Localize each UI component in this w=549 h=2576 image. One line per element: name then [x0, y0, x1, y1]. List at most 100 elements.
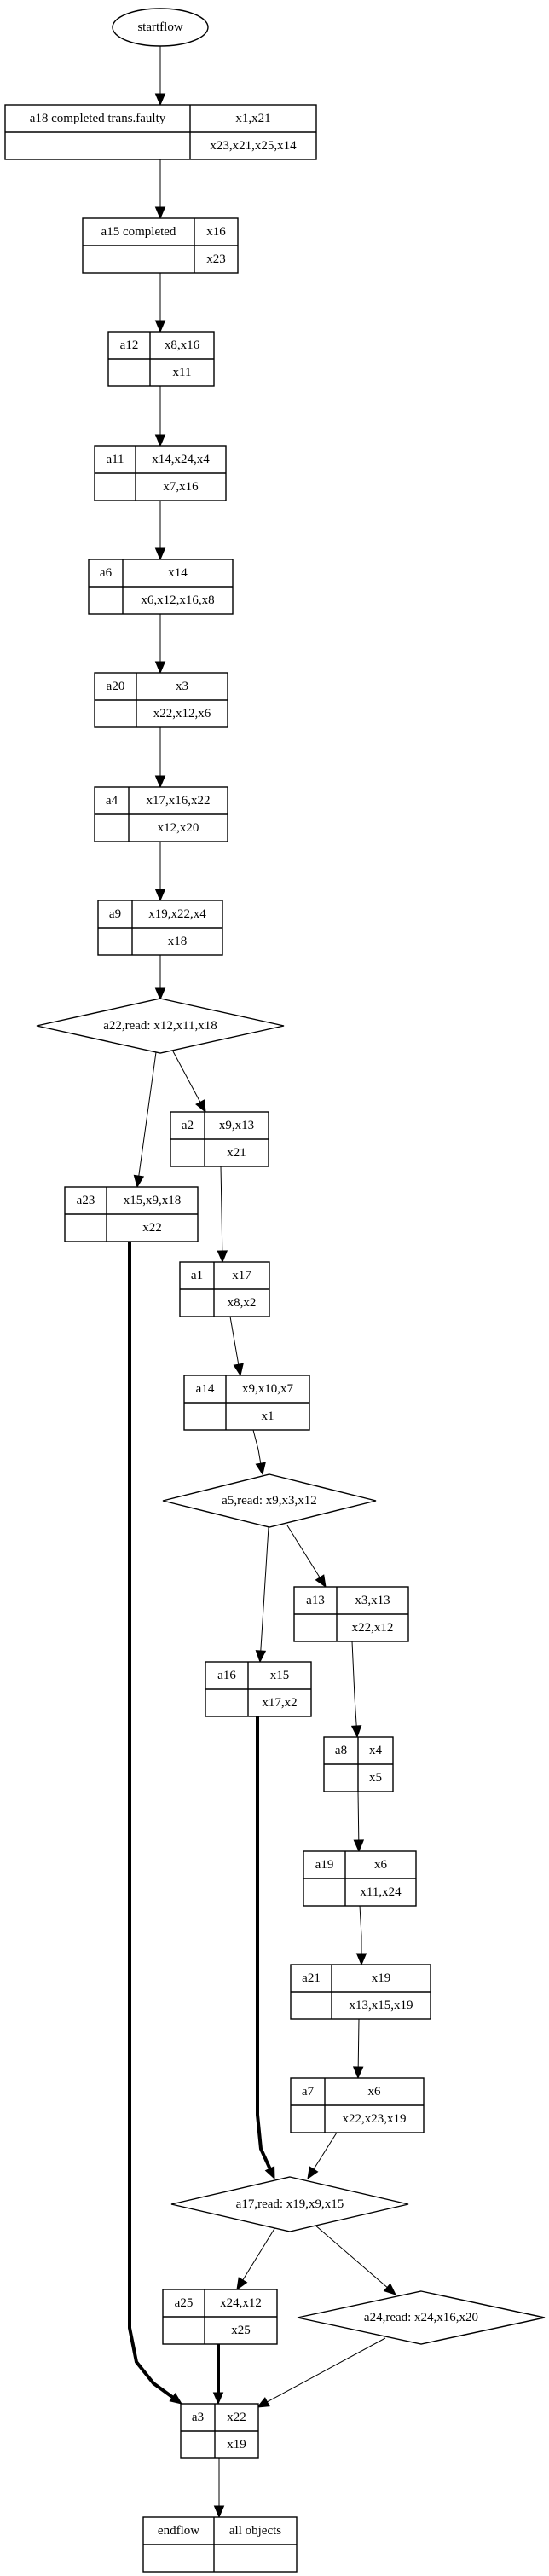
read-objects: x21	[227, 1146, 246, 1160]
arrowhead-icon	[154, 320, 166, 333]
edge-a6-to-a20	[154, 614, 166, 674]
node-a23[interactable]: a23 x15,x9,x18 x22	[64, 1186, 199, 1242]
arrowhead-icon	[352, 2066, 364, 2080]
write-objects: x6	[368, 2085, 382, 2098]
edge-line	[256, 1716, 272, 2170]
arrowhead-icon	[212, 2392, 224, 2405]
activity-name: a8	[335, 1744, 347, 1757]
edge-startflow-to-a18	[154, 46, 166, 107]
activity-name: a23	[77, 1194, 95, 1207]
activity-name: a25	[175, 2296, 194, 2310]
write-objects: x22	[227, 2411, 246, 2424]
node-a4[interactable]: a4 x17,x16,x22 x12,x20	[94, 786, 228, 842]
read-objects: x13,x15,x19	[350, 1999, 413, 2012]
arrowhead-icon	[255, 1462, 266, 1476]
read-objects: x17,x2	[262, 1696, 297, 1710]
arrowhead-icon	[233, 1363, 244, 1377]
edge-line	[351, 1641, 357, 1727]
write-objects: x24,x12	[220, 2296, 262, 2310]
edge-line	[128, 1242, 174, 2399]
node-a22[interactable]: a22,read: x12,x11,x18	[36, 998, 285, 1054]
node-a5[interactable]: a5,read: x9,x3,x12	[162, 1473, 377, 1528]
arrowhead-icon	[217, 1250, 228, 1264]
edge-a1-to-a14	[229, 1316, 244, 1377]
edge-line	[313, 2132, 338, 2170]
decision-label: a5,read: x9,x3,x12	[222, 1494, 317, 1508]
activity-name: a1	[191, 1269, 203, 1282]
edge-a24-to-a3	[256, 2337, 386, 2408]
arrowhead-icon	[236, 2277, 248, 2291]
activity-name: a6	[100, 566, 113, 580]
node-a24[interactable]: a24,read: x24,x16,x20	[297, 2290, 546, 2345]
edge-a4-to-a9	[154, 842, 166, 902]
arrowhead-icon	[307, 2166, 319, 2180]
write-objects: x15,x9,x18	[124, 1194, 182, 1207]
arrowhead-icon	[255, 1650, 267, 1664]
edge-line	[172, 1051, 201, 1103]
activity-name: a3	[192, 2411, 204, 2424]
read-objects: x11	[173, 366, 192, 379]
write-objects: x17	[232, 1269, 251, 1282]
edge-a17-to-a25	[236, 2226, 276, 2291]
edge-a5-to-a16	[255, 1526, 269, 1664]
read-objects: x12,x20	[158, 821, 199, 835]
write-objects: x9,x10,x7	[242, 1382, 294, 1396]
activity-name: a9	[109, 907, 121, 921]
edge-line	[242, 2226, 276, 2281]
node-a25[interactable]: a25 x24,x12 x25	[162, 2289, 278, 2345]
edge-line	[359, 1905, 362, 1954]
arrowhead-icon	[154, 775, 166, 789]
arrowhead-icon	[133, 1174, 145, 1189]
arrowhead-icon	[154, 661, 166, 674]
decision-diamond	[162, 1473, 377, 1528]
arrowhead-icon	[350, 1725, 362, 1739]
node-startflow[interactable]: startflow	[112, 8, 209, 47]
activity-name: a16	[217, 1669, 236, 1682]
arrowhead-icon	[256, 2397, 270, 2408]
edge-a19-to-a21	[355, 1905, 367, 1966]
read-objects: x6,x12,x16,x8	[141, 593, 214, 607]
edge-a23-to-a3	[128, 1242, 183, 2405]
activity-name: a4	[106, 794, 118, 808]
decision-diamond	[36, 998, 285, 1054]
edge-a12-to-a11	[154, 386, 166, 448]
read-objects: x23	[206, 252, 226, 266]
read-objects: x22,x23,x19	[343, 2112, 407, 2126]
write-objects: all objects	[229, 2524, 281, 2538]
node-a17[interactable]: a17,read: x19,x9,x15	[170, 2176, 409, 2232]
read-objects: x22	[142, 1221, 162, 1235]
activity-name: a7	[302, 2085, 315, 2098]
edge-line	[260, 1526, 269, 1652]
edge-line	[252, 1429, 262, 1464]
edge-line	[314, 2224, 388, 2288]
write-objects: x17,x16,x22	[147, 794, 211, 808]
arrowhead-icon	[383, 2283, 396, 2295]
write-objects: x19	[372, 1971, 391, 1985]
edge-a16-to-a17	[256, 1716, 275, 2180]
node-a7[interactable]: a7 x6 x22,x23,x19	[290, 2077, 425, 2133]
arrowhead-icon	[355, 1953, 367, 1966]
arrowhead-icon	[195, 1099, 206, 1114]
read-objects: x25	[231, 2324, 251, 2337]
edge-line	[138, 1051, 157, 1177]
edge-a5-to-a13	[286, 1525, 327, 1589]
